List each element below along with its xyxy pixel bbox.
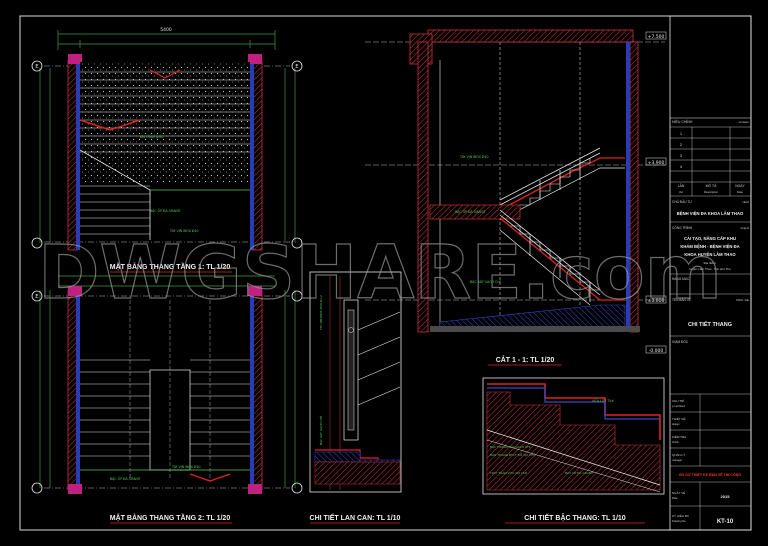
plan-2-grid-left: E	[35, 294, 38, 300]
rev-row-3: 3	[680, 153, 683, 158]
level-zero: ±0.000	[648, 298, 665, 304]
plan-2-title: MẶT BẰNG THANG TẦNG 2: TL 1/20	[110, 512, 231, 522]
project-line-2: KHÁM BỆNH - BỆNH VIỆN ĐA	[680, 244, 739, 249]
rev-row-1: 1	[680, 131, 683, 136]
category-label: HẠNG MỤC	[672, 277, 690, 281]
rev-col-date: NGÀY	[735, 184, 745, 188]
section-view: TAY VỊN INOX Ø40 BẬC ỐP ĐÁ GRANIT BẬC XÂ…	[365, 29, 667, 366]
owner-label-en: client	[742, 200, 749, 204]
rev-col-ver-en: Ver	[679, 190, 683, 194]
title-block: HIỆU CHỈNH revision 1 2 3 4 LẦN MÔ TẢ NG…	[669, 15, 752, 531]
rev-col-desc-en: Description	[704, 190, 718, 194]
step-granite-note: BẬC ỐP ĐÁ GRANIT	[565, 470, 594, 475]
role-3: KIỂM TRA	[672, 434, 686, 439]
step-title: CHI TIẾT BẬC THANG: TL 1/10	[524, 512, 625, 522]
rev-col-desc: MÔ TẢ	[706, 183, 717, 188]
role-2-en: design	[672, 422, 680, 426]
rev-header-en: revision	[739, 120, 750, 124]
owner-name: BỆNH VIỆN ĐA KHOA LÂM THAO	[677, 211, 744, 216]
section-handrail-note: TAY VỊN INOX Ø40	[459, 154, 489, 159]
section-brick-note: BẬC XÂY GẠCH CHỈ	[470, 279, 501, 284]
sheet-label-en: Drawing No.	[672, 519, 687, 523]
rev-row-4: 4	[680, 164, 683, 169]
step-brick-note: BẬC THANG XÂY GẠCH CHỈ	[490, 444, 531, 449]
stage: HỒ SƠ THIẾT KẾ BẢN VẼ THI CÔNG	[679, 472, 742, 477]
plan-1-title: MẶT BẰNG THANG TẦNG 1: TL 1/20	[110, 261, 231, 271]
drawing-label: TÊN BẢN VẼ	[672, 297, 691, 302]
drawing-name: CHI TIẾT THANG	[688, 321, 732, 328]
date-label-en: Date	[672, 496, 678, 500]
rev-col-ver: LẦN	[678, 184, 685, 188]
plan-1-grid-left: E	[35, 64, 38, 70]
plan-1-dim-top: 5400	[160, 27, 172, 33]
sheet-number: KT-10	[717, 519, 734, 525]
role-1: CHỦ TRÌ	[672, 398, 684, 403]
rev-header: HIỆU CHỈNH	[672, 119, 693, 124]
role-4: QUẢN LÝ	[672, 452, 685, 457]
railing-title: CHI TIẾT LAN CAN: TL 1/10	[310, 512, 401, 522]
plan-2-view: BẬC ỐP ĐÁ GRANIT TAY VỊN INOX Ø40 E MẶT …	[31, 275, 303, 524]
role-3-en: check	[672, 440, 679, 444]
watermark: DWGSHARE.com	[38, 230, 722, 316]
project-line-1: CẢI TẠO, NÂNG CẤP KHU	[684, 236, 736, 241]
drawing-label-en: DWG. title	[736, 298, 749, 302]
plan-1-view: 5400 ĐƯỜNG DỐC BẬC ỐP ĐÁ GR	[31, 27, 303, 273]
plan-2-handrail-note: TAY VỊN INOX Ø40	[171, 464, 201, 469]
project-label-en: project	[741, 226, 750, 230]
step-detail-view: VỮA LÓT 75# BẬC THANG XÂY GẠCH CHỈ BẢN T…	[482, 377, 665, 524]
project-line-3: KHOA HUYỆN LÂM THAO	[684, 252, 736, 257]
step-mortar-note: VỮA LÓT 75#	[592, 398, 614, 403]
level-top: +7.500	[648, 34, 665, 40]
owner-label: CHỦ ĐẦU TƯ	[672, 199, 692, 204]
project-label: CÔNG TRÌNH	[672, 225, 693, 230]
step-slab-note: BẢN THANG BTCT ĐỔ TẠI CHỖ	[490, 452, 536, 457]
location-label: Địa điểm:	[704, 261, 717, 265]
railing-top-note: TAY VỊN INOX Ø40 D1,2	[318, 295, 323, 331]
plan-1-handrail-note: TAY VỊN INOX Ø40	[169, 228, 199, 233]
rev-col-date-en: Date	[737, 190, 743, 194]
date: 2015	[721, 494, 731, 499]
role-1-en: p.i.architect	[672, 404, 686, 408]
section-title: CẮT 1 - 1: TL 1/20	[496, 355, 555, 364]
section-granite-note: BẬC ỐP ĐÁ GRANIT	[455, 209, 486, 214]
sheet-label: KÝ HIỆU BV	[672, 513, 689, 518]
role-2: THIẾT KẾ	[672, 416, 685, 421]
location: huyện Lâm Thao, Tỉnh phú Thọ	[689, 267, 731, 271]
step-plaster-note: TRÁT TRẦN VỮA XM 75#	[489, 470, 528, 475]
rev-row-2: 2	[680, 142, 683, 147]
role-4-en: manager	[672, 458, 682, 462]
plan-1-granite-note: BẬC ỐP ĐÁ GRANIT	[150, 208, 181, 213]
director-label: GIÁM ĐỐC	[672, 339, 689, 344]
level-mid: +3.900	[648, 160, 665, 166]
plan-1-slope-note: ĐƯỜNG DỐC	[140, 134, 164, 139]
plan-2-granite-note: BẬC ỐP ĐÁ GRANIT	[110, 476, 141, 481]
railing-detail-view: TAY VỊN INOX Ø40 D1,2 BẬC XÂY GẠCH CHỈ C…	[310, 271, 402, 524]
plan-1-grid-right: E	[295, 64, 298, 70]
level-bottom: -0.000	[649, 348, 664, 354]
date-label: NGÀY VẼ	[672, 490, 685, 495]
railing-side-note: BẬC XÂY GẠCH CHỈ	[318, 416, 323, 445]
